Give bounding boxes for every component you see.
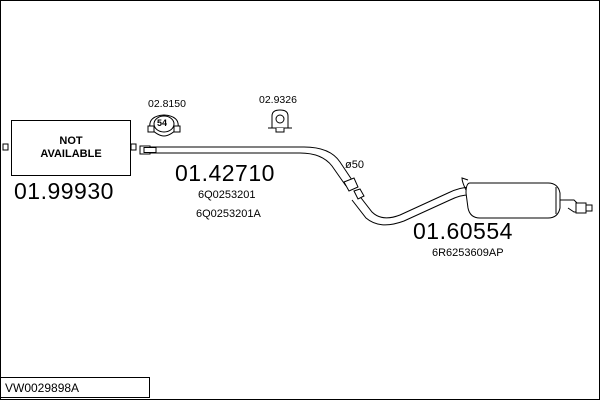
rubber-hanger-icon [268,109,292,133]
na-connector-stub [130,143,137,151]
front-pipe-part-number: 01.42710 [175,160,275,186]
front-pipe-drawing [139,145,359,192]
ring-part-number: 02.8150 [148,98,186,110]
rear-silencer-oe-ref: 6R6253609AP [432,247,504,259]
not-available-line1: NOT [59,135,83,147]
front-pipe-oe-ref-2: 6Q0253201A [196,208,261,220]
left-connector-stub [2,143,9,151]
rear-silencer-part-number: 01.60554 [413,218,513,244]
exhaust-ring-icon [147,114,181,137]
ring-size-label: 54 [157,118,168,128]
not-available-line2: AVAILABLE [40,148,102,160]
rear-pipe-drawing [351,186,473,226]
hanger-part-number: 02.9326 [259,94,297,106]
front-pipe-oe-ref-1: 6Q0253201 [198,189,256,201]
not-available-box: NOT AVAILABLE [11,120,131,176]
diameter-label: ø50 [345,159,364,171]
document-code-box: VW0029898A [0,377,150,398]
not-available-part-number: 01.99930 [14,178,114,204]
rear-silencer-drawing [461,177,593,219]
